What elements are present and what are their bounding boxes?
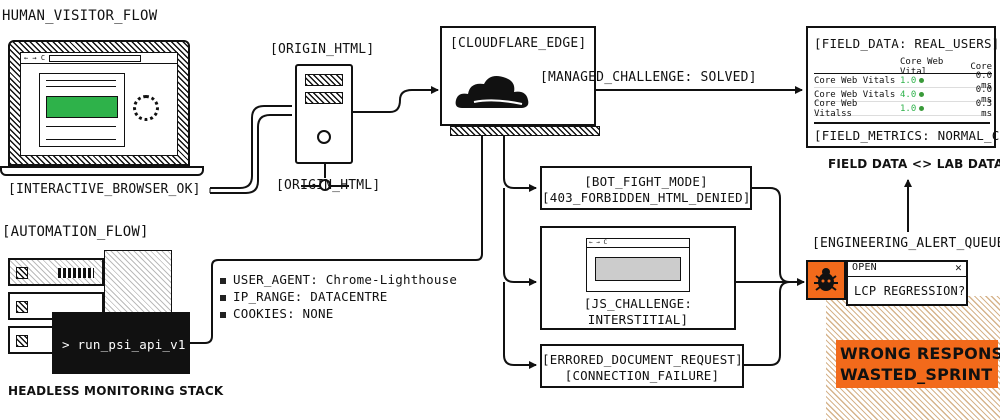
banner-line2: WASTED_SPRINT	[840, 365, 993, 384]
list-item: USER_AGENT: Chrome-Lighthouse	[220, 272, 457, 289]
bot-fight-box: [BOT_FIGHT_MODE] [403_FORBIDDEN_HTML_DEN…	[540, 166, 752, 210]
table-row: Core Web Vitals 4.0 0.0 ms	[814, 84, 992, 105]
terminal-window[interactable]: > run_psi_api_v1	[52, 312, 190, 374]
bot-fight-to-alert	[752, 187, 804, 283]
network-node-icon	[301, 164, 349, 192]
bug-alert-icon	[806, 260, 846, 300]
bot-fight-line1: [BOT_FIGHT_MODE]	[584, 174, 708, 189]
origin-bottom-label: [ORIGIN_HTML]	[276, 178, 381, 193]
interstitial-window: ← → C	[586, 238, 690, 292]
cloud-icon	[455, 76, 529, 108]
table-row: Core Web Vitalss 1.0 0.3 ms	[814, 98, 992, 119]
status-dot-icon	[919, 77, 925, 83]
row-value: 1.0	[900, 75, 917, 86]
row-cls: 0.0 ms	[975, 70, 992, 91]
ticket-text: LCP REGRESSION?	[854, 284, 966, 298]
row-name: Core Web Vitals	[814, 89, 896, 100]
loading-spinner-icon	[133, 95, 159, 121]
interstitial-placeholder	[595, 257, 681, 281]
row-cls: 0.0 ms	[975, 84, 992, 105]
page-progress-block	[46, 96, 118, 118]
field-lab-caption: FIELD DATA <> LAB DATA	[828, 157, 1000, 171]
human-flow-title: HUMAN_VISITOR_FLOW	[2, 8, 158, 24]
errored-line1: [ERRORED_DOCUMENT_REQUEST]	[542, 352, 743, 367]
automation-flow-title: [AUTOMATION_FLOW]	[2, 224, 149, 240]
status-dot-icon	[919, 105, 925, 111]
errored-to-alert	[744, 281, 804, 366]
cloudflare-edge-box: [CLOUDFLARE_EDGE]	[440, 26, 596, 126]
terminal-command: > run_psi_api_v1	[62, 337, 186, 352]
column-header-cls: Core	[970, 61, 992, 72]
errored-request-box: [ERRORED_DOCUMENT_REQUEST] [CONNECTION_F…	[540, 344, 744, 388]
browser-toolbar: ← → C	[21, 53, 177, 64]
bullet-icon	[220, 277, 226, 284]
bullet-icon	[220, 294, 226, 301]
server-drive-2	[305, 92, 343, 104]
list-item: IP_RANGE: DATACENTRE	[220, 289, 457, 306]
bot-fight-line2: [403_FORBIDDEN_HTML_DENIED]	[542, 190, 751, 205]
field-data-panel: [FIELD_DATA: REAL_USERS] Core Web Vital …	[806, 26, 1000, 148]
row-name: Core Web Vitalss	[814, 98, 858, 119]
table-row: Core Web Vitals 1.0 0.0 ms	[814, 70, 992, 91]
js-challenge-line2: INTERSTITIAL]	[587, 312, 689, 327]
wrong-response-banner: WRONG RESPONSE! WASTED_SPRINT	[836, 340, 1000, 388]
field-data-table: Core Web Vital Core Core Web Vitals 1.0 …	[814, 56, 992, 119]
js-challenge-box: ← → C [JS_CHALLENGE: INTERSTITIAL]	[540, 226, 736, 330]
table-header: Core Web Vital Core	[814, 56, 992, 77]
origin-to-edge-wire	[352, 86, 439, 113]
edge-branch-errored	[503, 282, 537, 369]
origin-server	[295, 64, 353, 164]
bullet-icon	[220, 311, 226, 318]
field-data-title: [FIELD_DATA: REAL_USERS]	[814, 36, 1000, 51]
edge-branch-bot-fight	[503, 134, 537, 192]
browser-nav-icons[interactable]: ← → C	[24, 54, 46, 62]
browser-window: ← → C	[20, 52, 178, 156]
alert-queue-label: [ENGINEERING_ALERT_QUEUE]	[812, 236, 1000, 251]
column-header-vital: Core Web Vital	[900, 56, 944, 77]
banner-line1: WRONG RESPONSE!	[840, 344, 1000, 363]
ticket-status: OPEN	[852, 262, 877, 273]
managed-challenge-label: [MANAGED_CHALLENGE: SOLVED]	[540, 70, 757, 85]
js-challenge-line1: [JS_CHALLENGE:	[583, 296, 693, 311]
edge-box-shadow-base	[450, 126, 600, 136]
status-dot-icon	[919, 91, 925, 97]
page-content	[39, 73, 125, 147]
laptop-screen-bezel: ← → C	[8, 40, 190, 166]
laptop-base	[0, 166, 204, 176]
edge-title: [CLOUDFLARE_EDGE]	[450, 36, 587, 51]
server-drive-1	[305, 74, 343, 86]
ticket-header: OPEN ✕	[848, 261, 966, 277]
alert-ticket[interactable]: OPEN ✕ LCP REGRESSION?	[846, 260, 968, 306]
rack-unit-1	[8, 258, 104, 286]
laptop: ← → C	[0, 40, 208, 190]
origin-top-label: [ORIGIN_HTML]	[270, 42, 375, 57]
automation-caption: HEADLESS MONITORING STACK	[8, 384, 224, 398]
request-attributes: USER_AGENT: Chrome-Lighthouse IP_RANGE: …	[220, 272, 457, 323]
laptop-caption: [INTERACTIVE_BROWSER_OK]	[8, 182, 201, 197]
row-cls: 0.3 ms	[975, 98, 992, 119]
server-power-icon	[317, 130, 331, 144]
row-value: 4.0	[900, 89, 917, 100]
edge-branch-js	[503, 188, 537, 286]
field-metrics-label: [FIELD_METRICS: NORMAL_CLS]	[814, 128, 1000, 143]
close-icon[interactable]: ✕	[955, 261, 962, 274]
errored-line2: [CONNECTION_FAILURE]	[564, 368, 720, 383]
row-name: Core Web Vitals	[814, 75, 896, 86]
list-item: COOKIES: NONE	[220, 306, 457, 323]
row-value: 1.0	[900, 103, 917, 114]
